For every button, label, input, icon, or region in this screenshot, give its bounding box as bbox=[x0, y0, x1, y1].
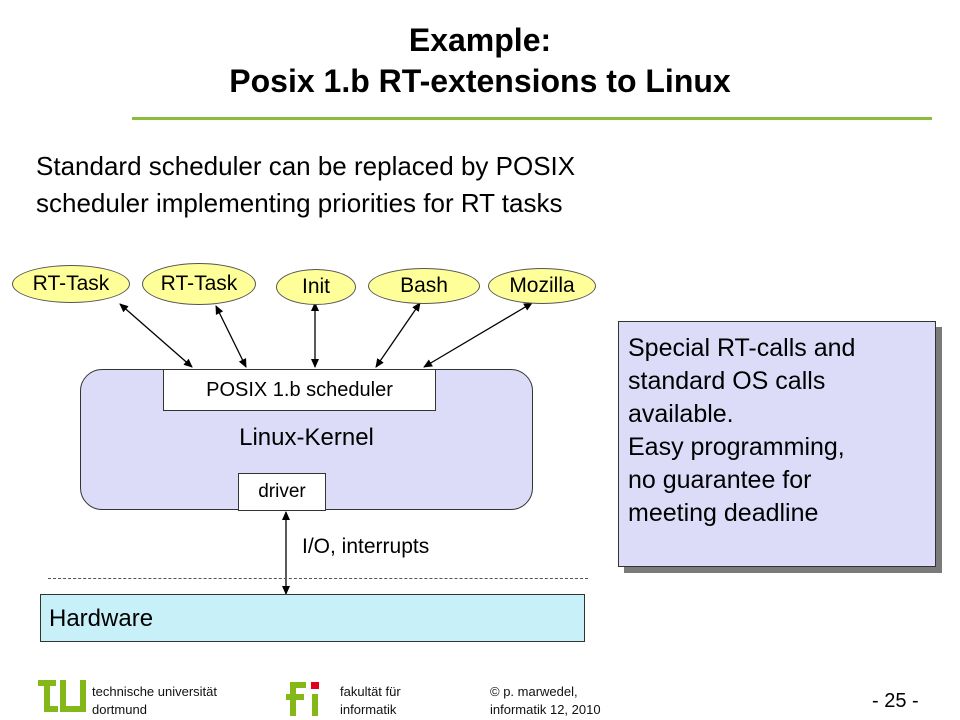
note-line: Special RT-calls and bbox=[628, 334, 856, 362]
note-line: available. bbox=[628, 400, 734, 428]
note-line: Easy programming, bbox=[628, 433, 845, 461]
slide-title-line1: Example: bbox=[408, 22, 552, 58]
copyright-notice: © p. marwedel, informatik 12, 2010 bbox=[490, 683, 601, 719]
note-line: standard OS calls bbox=[628, 367, 826, 395]
faculty-line2: informatik bbox=[340, 702, 397, 717]
process-init: Init bbox=[276, 269, 356, 305]
note-line: no guarantee for bbox=[628, 466, 812, 494]
process-rttask-2: RT-Task bbox=[142, 263, 256, 305]
title-rule bbox=[132, 117, 932, 120]
tu-logo-icon bbox=[38, 680, 86, 712]
posix-scheduler-box: POSIX 1.b scheduler bbox=[163, 369, 436, 411]
linux-kernel-label: Linux-Kernel bbox=[239, 424, 374, 451]
note-line: meeting deadline bbox=[628, 499, 819, 527]
slide-title-line2: Posix 1.b RT-extensions to Linux bbox=[229, 63, 731, 99]
page-number: - 25 - bbox=[872, 690, 919, 712]
university-name: technische universität dortmund bbox=[92, 683, 217, 719]
intro-line2: scheduler implementing priorities for RT… bbox=[36, 188, 563, 218]
process-rttask-1: RT-Task bbox=[12, 265, 130, 303]
io-interrupts-label: I/O, interrupts bbox=[302, 535, 430, 558]
intro-line1: Standard scheduler can be replaced by PO… bbox=[36, 151, 576, 181]
university-line2: dortmund bbox=[92, 702, 147, 717]
arrow-rttask1 bbox=[119, 303, 193, 368]
arrow-bash bbox=[375, 302, 421, 368]
fi-logo-icon bbox=[286, 682, 319, 716]
copyright-line2: informatik 12, 2010 bbox=[490, 702, 601, 717]
faculty-name: fakultät für informatik bbox=[340, 683, 401, 719]
note-box: Special RT-calls and standard OS calls a… bbox=[618, 321, 936, 567]
arrow-rttask2 bbox=[215, 305, 247, 368]
faculty-line1: fakultät für bbox=[340, 684, 401, 699]
arrow-mozilla bbox=[423, 302, 533, 368]
driver-box: driver bbox=[238, 473, 326, 511]
process-mozilla: Mozilla bbox=[488, 268, 596, 304]
process-bash: Bash bbox=[368, 268, 480, 304]
university-line1: technische universität bbox=[92, 684, 218, 699]
hardware-box: Hardware bbox=[40, 594, 585, 642]
copyright-line1: © p. marwedel, bbox=[490, 684, 578, 699]
hardware-separator bbox=[48, 578, 588, 579]
